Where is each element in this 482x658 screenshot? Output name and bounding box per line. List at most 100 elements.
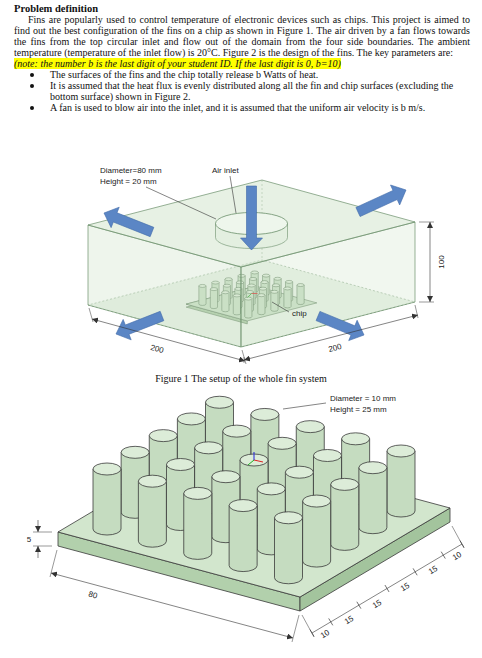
bullet-dot	[30, 84, 34, 88]
fin-top	[296, 421, 324, 433]
body-paragraph: Fins are popularly used to control tempe…	[14, 14, 470, 58]
bullet-text: It is assumed that the heat flux is even…	[50, 80, 453, 102]
fin-top	[229, 500, 257, 512]
dimension-value: 15	[371, 598, 383, 610]
fin-top	[167, 459, 195, 471]
fin-body	[275, 518, 303, 584]
fin-body	[138, 481, 166, 547]
dimension-line	[312, 544, 462, 633]
dimension-line	[430, 222, 431, 302]
dimension-tick	[329, 618, 333, 625]
fin-body	[93, 469, 121, 535]
bullet-dot	[30, 73, 34, 77]
fin-top	[138, 475, 166, 487]
dimension-value: 15	[343, 614, 355, 626]
fin-top	[251, 408, 279, 420]
extension-line	[33, 532, 52, 533]
bullet-item: A fan is used to blow air into the inlet…	[50, 102, 470, 113]
fin-top	[149, 430, 177, 442]
fin-top	[331, 478, 359, 490]
fin-top	[342, 433, 370, 445]
fin-top	[177, 413, 205, 425]
bullet-text: The surfaces of the fins and the chip to…	[50, 69, 318, 80]
bullet-item: It is assumed that the heat flux is even…	[50, 80, 470, 102]
note-line: (note: the number b is the last digit of…	[14, 58, 470, 69]
dimension-tick	[441, 552, 445, 559]
fin-top	[275, 512, 303, 524]
figure-caption: Figure 1 The setup of the whole fin syst…	[155, 373, 326, 384]
dimension-tick	[310, 630, 314, 637]
extension-line	[292, 615, 299, 642]
leader-line	[283, 403, 326, 409]
flow-arrow	[116, 311, 164, 340]
fin-body	[359, 468, 387, 534]
fin-top	[121, 446, 149, 458]
leader-line	[230, 176, 236, 213]
dimension-value: 10	[451, 550, 463, 562]
dimension-line	[244, 315, 418, 360]
dimension-line	[51, 573, 293, 638]
dimension-line	[38, 546, 39, 558]
dimension-line	[38, 520, 39, 532]
fin-top	[285, 466, 313, 478]
dimension-value: 15	[427, 564, 439, 576]
part-label: Air inlet	[212, 166, 239, 175]
fin-body	[303, 501, 331, 567]
dimension-value: 80	[88, 590, 99, 601]
flow-arrow	[316, 311, 364, 340]
part-label: chip	[292, 309, 307, 318]
dimension-value: 200	[327, 342, 342, 354]
extension-line	[419, 222, 434, 223]
fin-top	[223, 425, 251, 437]
fin-top	[268, 437, 296, 449]
dimension-value: 200	[149, 343, 164, 355]
fin-body	[331, 484, 359, 550]
flow-arrow	[241, 186, 263, 250]
extension-line	[89, 308, 93, 322]
bullet-item: The surfaces of the fins and the chip to…	[50, 69, 470, 80]
fin-body	[229, 506, 257, 572]
dimension-value: 100	[437, 255, 446, 268]
highlighted-note: (note: the number b is the last digit of…	[14, 58, 341, 69]
fin-top	[206, 396, 234, 408]
bullet-text: A fan is used to blow air into the inlet…	[50, 102, 425, 113]
dimension-tick	[413, 568, 417, 575]
dimension-label: Height = 20 mm	[100, 177, 157, 186]
fin-top	[387, 445, 415, 457]
leader-line	[146, 187, 216, 219]
domain-top	[88, 180, 415, 267]
dimension-value: 5	[27, 535, 31, 544]
fin-top	[93, 463, 121, 475]
fin-top	[212, 471, 240, 483]
fin-body	[387, 451, 415, 517]
base-plate-top	[58, 443, 450, 597]
fin-top	[184, 487, 212, 499]
extension-line	[242, 350, 246, 364]
flow-arrow	[104, 207, 154, 236]
bullet-dot	[30, 106, 34, 110]
fin-top	[257, 483, 285, 495]
flow-arrow	[356, 185, 406, 217]
fin-top	[303, 495, 331, 507]
fin-top	[314, 450, 342, 462]
extension-line	[419, 302, 434, 303]
dimension-line	[92, 319, 245, 361]
dimension-tick	[460, 541, 464, 548]
axis-y	[248, 460, 254, 465]
dimension-label: Diameter = 10 mm	[330, 394, 396, 403]
extension-line	[33, 546, 52, 547]
figure-2	[33, 396, 464, 642]
extension-line	[415, 305, 418, 318]
text-section: Problem definitionFins are popularly use…	[14, 3, 470, 113]
axis-x	[254, 460, 263, 462]
dimension-label: Height = 25 mm	[330, 405, 387, 414]
fin-top	[195, 442, 223, 454]
heading: Problem definition	[14, 3, 470, 14]
dimension-value: 10	[319, 628, 331, 640]
leader-line	[272, 302, 289, 312]
dimension-tick	[357, 602, 361, 609]
dimension-value: 15	[399, 581, 411, 593]
extension-line	[302, 615, 314, 637]
axis-z	[254, 452, 255, 460]
